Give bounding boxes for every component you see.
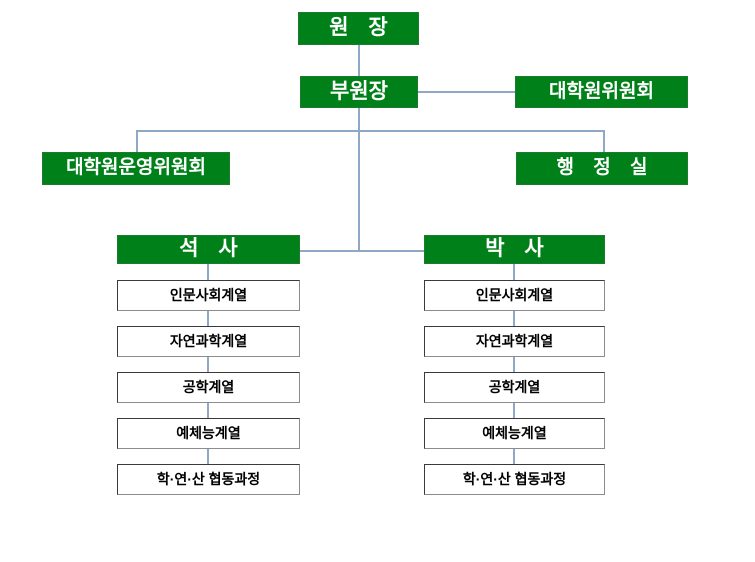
node-doctorate-program-3[interactable]: 공학계열 [424,372,605,403]
connector-doctorate-item-4-to-5 [513,449,515,464]
node-doctorate-program-1[interactable]: 인문사회계열 [424,280,605,311]
node-masters-program-2-label: 자연과학계열 [169,332,248,349]
node-vice-director[interactable]: 부원장 [300,76,418,108]
node-admin-office-label: 행 정 실 [556,157,655,178]
connector-masters-doctorate [300,250,424,252]
connector-bus-to-operating-committee [136,130,138,153]
node-doctorate-program-5-label: 학·연·산 협동과정 [462,470,567,487]
node-doctorate[interactable]: 박 사 [424,235,605,264]
connector-center-spine [358,130,360,251]
node-masters-label: 석 사 [179,237,245,260]
connector-doctorate-item-3-to-4 [513,403,515,418]
connector-doctorate-to-item-1 [513,264,515,280]
node-graduate-committee[interactable]: 대학원위원회 [515,76,688,108]
node-doctorate-program-1-label: 인문사회계열 [475,286,554,303]
node-masters-program-5[interactable]: 학·연·산 협동과정 [117,464,300,495]
connector-masters-item-3-to-4 [207,403,209,418]
connector-masters-to-item-1 [207,264,209,280]
node-director[interactable]: 원 장 [298,12,419,45]
node-operating-committee[interactable]: 대학원운영위원회 [42,152,230,185]
connector-masters-item-4-to-5 [207,449,209,464]
node-doctorate-label: 박 사 [485,237,551,260]
node-masters[interactable]: 석 사 [117,235,300,264]
node-masters-program-5-label: 학·연·산 협동과정 [156,470,261,487]
node-vice-director-label: 부원장 [330,79,388,103]
node-doctorate-program-5[interactable]: 학·연·산 협동과정 [424,464,605,495]
connector-masters-item-1-to-2 [207,311,209,326]
node-masters-program-1-label: 인문사회계열 [169,286,248,303]
connector-bus-to-admin-office [603,130,605,153]
connector-doctorate-item-1-to-2 [513,311,515,326]
node-director-label: 원 장 [329,16,395,39]
connector-vice-to-graduate-committee [418,91,515,93]
node-operating-committee-label: 대학원운영위원회 [66,157,206,178]
node-doctorate-program-3-label: 공학계열 [488,378,541,395]
connector-director-to-vice [358,45,360,76]
node-doctorate-program-2[interactable]: 자연과학계열 [424,326,605,357]
node-masters-program-2[interactable]: 자연과학계열 [117,326,300,357]
connector-horizontal-bus [136,130,605,132]
node-admin-office[interactable]: 행 정 실 [516,152,688,185]
node-masters-program-4[interactable]: 예체능계열 [117,418,300,449]
node-doctorate-program-2-label: 자연과학계열 [475,332,554,349]
node-masters-program-1[interactable]: 인문사회계열 [117,280,300,311]
node-doctorate-program-4-label: 예체능계열 [482,424,547,441]
connector-vice-down [358,108,360,132]
node-masters-program-3[interactable]: 공학계열 [117,372,300,403]
connector-doctorate-item-2-to-3 [513,357,515,372]
node-doctorate-program-4[interactable]: 예체능계열 [424,418,605,449]
node-masters-program-4-label: 예체능계열 [176,424,241,441]
node-masters-program-3-label: 공학계열 [182,378,235,395]
node-graduate-committee-label: 대학원위원회 [549,80,654,102]
connector-masters-item-2-to-3 [207,357,209,372]
